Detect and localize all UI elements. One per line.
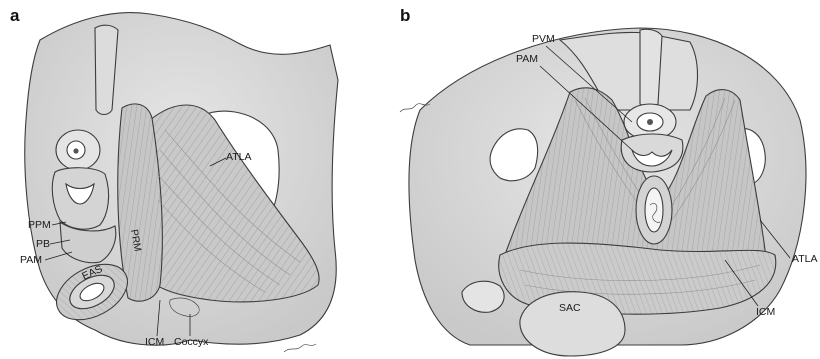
panel-b-letter: b (400, 6, 410, 25)
label-ppm-a: PPM (28, 219, 51, 231)
label-pam-b: PAM (516, 53, 538, 65)
label-atla-b: ATLA (792, 253, 817, 265)
label-icm-a: ICM (145, 336, 164, 348)
urethral-stalk-b (640, 29, 662, 107)
panel-b: b PVM PAM (284, 6, 817, 356)
urethra-core-b (647, 119, 653, 125)
label-coccyx-a: Coccyx (174, 336, 209, 348)
label-pam-a: PAM (20, 254, 42, 266)
anal-lumen-b (645, 188, 663, 232)
label-sac-b: SAC (559, 302, 581, 314)
signature-squiggle-a (284, 344, 316, 352)
label-icm-b: ICM (756, 306, 775, 318)
urethra-core-a (73, 148, 78, 153)
label-pb-a: PB (36, 238, 50, 250)
label-pvm-b: PVM (532, 33, 555, 45)
label-atla-a: ATLA (226, 151, 251, 163)
panel-a: a ATLA PRM (10, 6, 338, 348)
panel-a-letter: a (10, 6, 20, 25)
